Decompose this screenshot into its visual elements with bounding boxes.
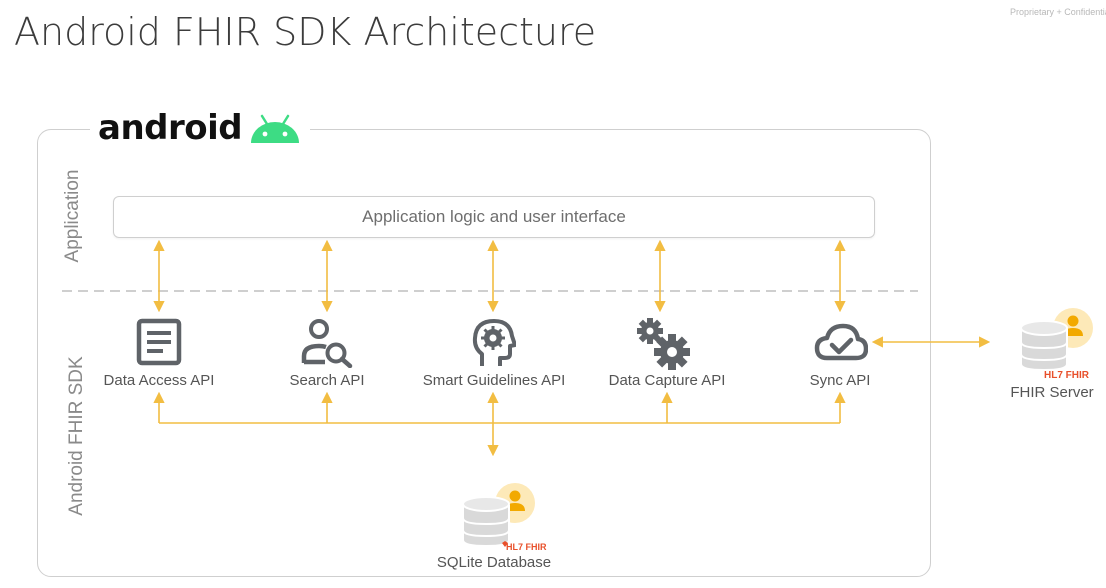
android-logo: android: [90, 108, 311, 148]
android-frame: [37, 129, 931, 577]
api-label-sync: Sync API: [809, 372, 871, 389]
api-label-data-access: Data Access API: [103, 372, 215, 389]
api-label-search: Search API: [289, 372, 365, 389]
fhir-server-hl7-badge: HL7 FHIR: [1044, 370, 1089, 381]
person-search-icon: [301, 319, 353, 368]
gears-icon: [637, 318, 690, 370]
api-label-data-capture: Data Capture API: [608, 372, 726, 389]
android-wordmark: android: [98, 108, 243, 148]
document-icon: [136, 318, 182, 366]
android-robot-icon: [251, 114, 300, 143]
sqlite-database-label: SQLite Database: [436, 554, 552, 571]
fhir-server-icon: [1020, 308, 1093, 372]
sqlite-hl7-badge: HL7 FHIR: [506, 542, 547, 552]
fhir-server-label: FHIR Server: [1010, 384, 1094, 401]
head-gear-icon: [472, 319, 516, 366]
cloud-check-icon: [814, 323, 868, 361]
api-label-smart-guidelines: Smart Guidelines API: [422, 372, 566, 389]
application-logic-box: Application logic and user interface: [113, 196, 875, 238]
slide-title: Android FHIR SDK Architecture: [14, 10, 597, 54]
confidentiality-note: Proprietary + Confidential: [1010, 7, 1106, 17]
sqlite-database-icon: [462, 483, 535, 548]
